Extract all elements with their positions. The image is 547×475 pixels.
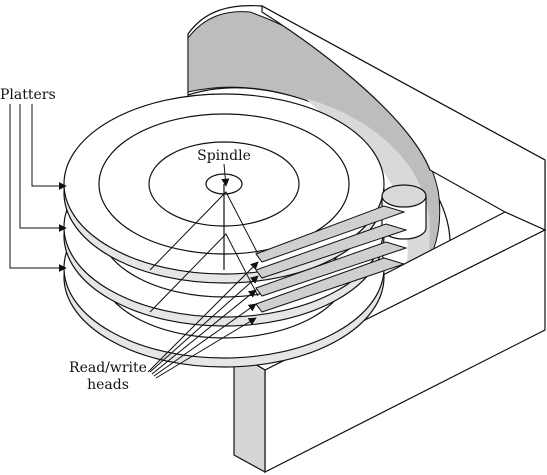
housing bbox=[187, 4, 547, 474]
heads-label-line1: Read/write bbox=[69, 360, 147, 376]
arm-4 bbox=[255, 257, 406, 313]
platters-leaders bbox=[9, 104, 67, 272]
spindle-arrow bbox=[221, 163, 230, 187]
head-zigzags bbox=[149, 191, 259, 313]
heads-label-line2: heads bbox=[87, 377, 129, 393]
arm-2 bbox=[255, 223, 408, 279]
arm-3 bbox=[255, 241, 408, 297]
housing-front-block-left bbox=[233, 350, 266, 474]
head-arms bbox=[255, 205, 408, 313]
arm-1 bbox=[255, 205, 406, 263]
heads-leaders bbox=[147, 261, 259, 379]
spindle-label: Spindle bbox=[197, 148, 251, 164]
platters-label: Platters bbox=[0, 87, 56, 103]
housing-top-face bbox=[261, 4, 546, 231]
